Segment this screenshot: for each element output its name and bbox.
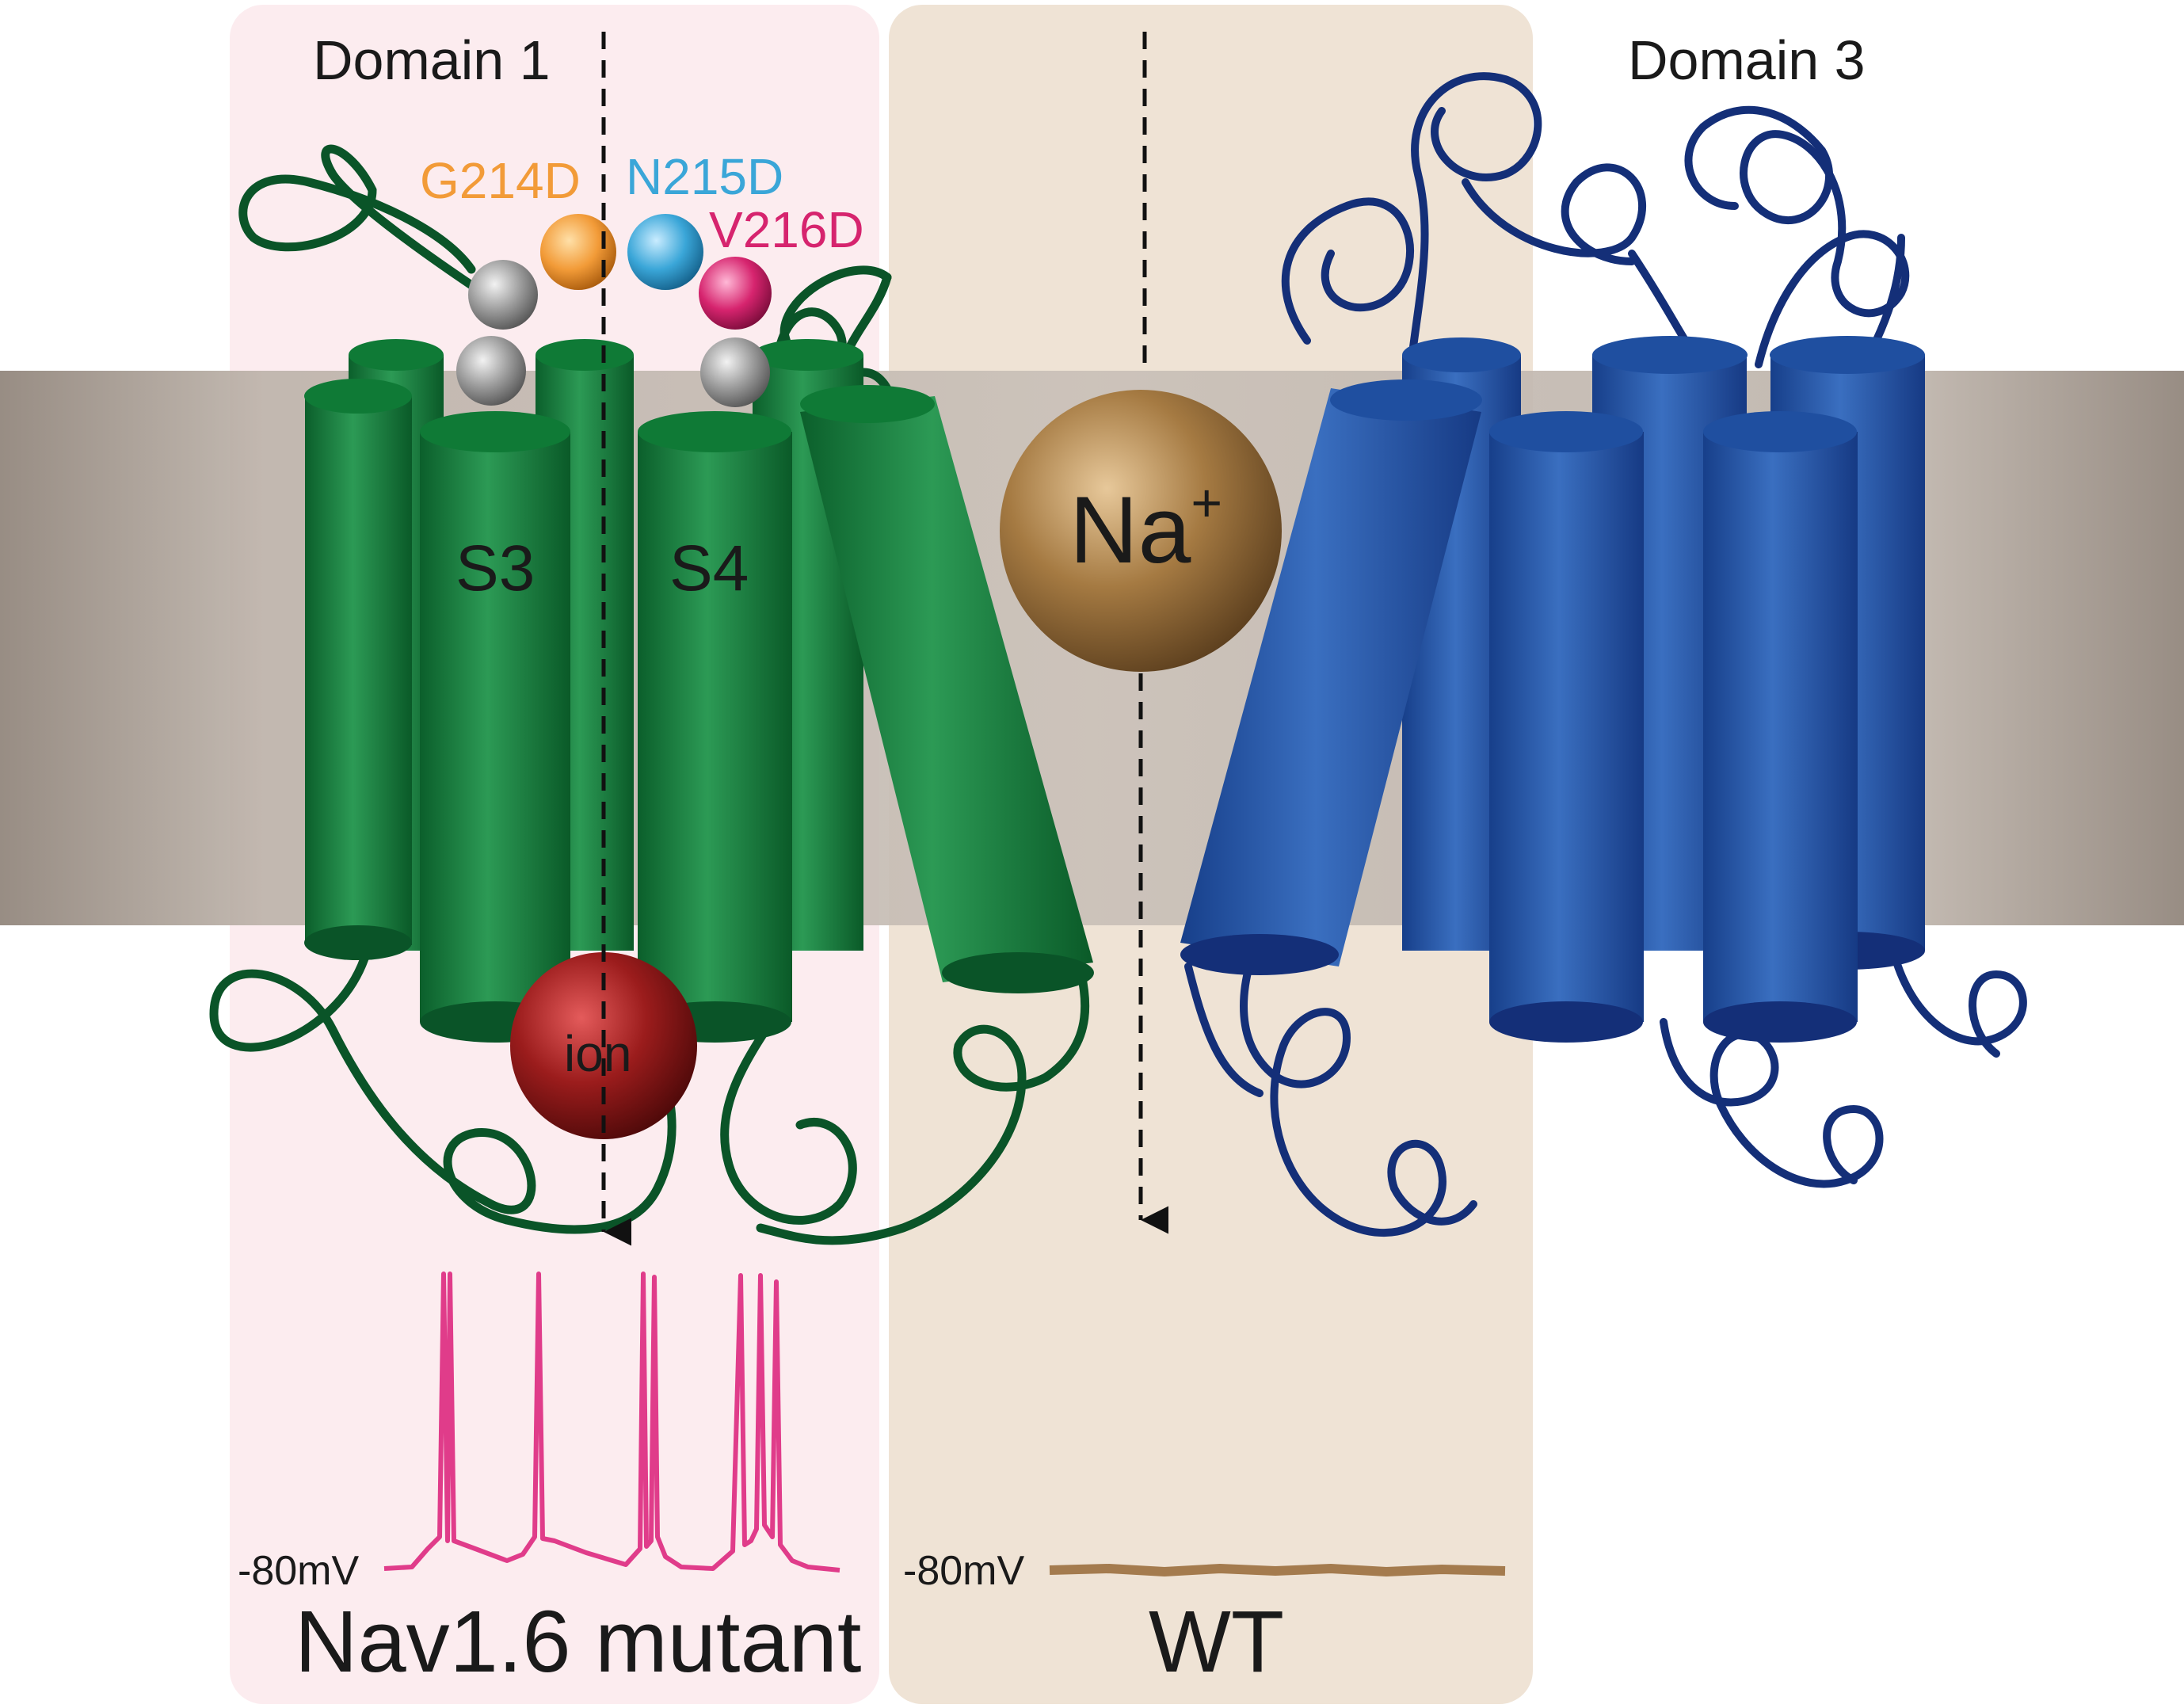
d1-helix-s3 (420, 411, 570, 1043)
mutant-voltage-label: -80mV (238, 1548, 359, 1594)
d1-helix-tilted-s5 (800, 385, 1094, 993)
domain3-helices (1180, 336, 1925, 1043)
d3-helix-front-1 (1489, 411, 1644, 1043)
domain3-label: Domain 3 (1628, 29, 1866, 91)
sodium-label-sup: + (1191, 473, 1222, 533)
mutation-ball-v216d (699, 257, 772, 330)
ion-label: ion (564, 1025, 631, 1082)
domain3-loops (1184, 72, 2027, 1237)
mutation-label-n215d: N215D (626, 148, 783, 205)
d3-helix-front-2 (1703, 411, 1858, 1043)
domain1-helices (304, 339, 1094, 1043)
linker-ball-gray (468, 260, 538, 330)
mutant-trace (383, 1271, 840, 1573)
s3-s4-linker (456, 214, 772, 407)
linker-ball-gray (456, 336, 526, 406)
sodium-label-base: Na (1069, 477, 1191, 583)
domain1-label: Domain 1 (313, 29, 551, 91)
mutation-label-v216d: V216D (709, 201, 864, 258)
s3-label: S3 (455, 532, 535, 604)
s4-label: S4 (669, 532, 749, 604)
d3-helix-tilted (1180, 379, 1482, 975)
mutation-label-g214d: G214D (420, 152, 581, 209)
d1-helix-front-left (304, 925, 412, 960)
mutation-ball-g214d (540, 214, 616, 290)
mutation-ball-n215d (627, 214, 703, 290)
sodium-ball (1000, 390, 1282, 672)
sodium-label: Na+ (1069, 473, 1222, 583)
wt-voltage-label: -80mV (903, 1548, 1024, 1594)
mutant-title: Nav1.6 mutant (295, 1593, 861, 1691)
linker-ball-gray (700, 337, 770, 407)
d1-helix-s4 (638, 411, 792, 1043)
wt-title: WT (1149, 1593, 1284, 1691)
wt-trace (1049, 1563, 1506, 1577)
d1-helix-left-outer (304, 379, 412, 943)
